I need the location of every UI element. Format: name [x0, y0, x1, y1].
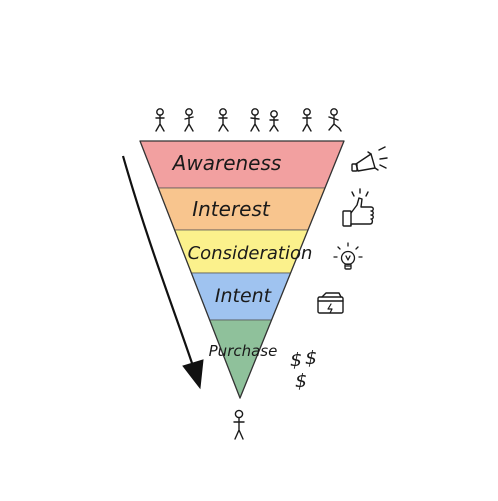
megaphone-icon [351, 146, 388, 172]
stage-label-interest: Interest [192, 197, 271, 221]
stick-figure [218, 108, 229, 132]
audience-figures [155, 108, 342, 132]
dollar-sign: $ [295, 370, 307, 392]
customer-figure [233, 409, 245, 440]
funnel-outline [139, 140, 345, 399]
dollar-sign: $ [290, 349, 302, 371]
flow-arrow-head [182, 359, 204, 390]
stick-figure [155, 108, 165, 132]
stick-figure [328, 108, 342, 132]
dollar-signs-icon: $ $ $ [290, 347, 317, 392]
funnel-stage-labels: Awareness Interest Consideration Intent … [171, 151, 313, 360]
stage-label-consideration: Consideration [188, 243, 313, 264]
stage-label-intent: Intent [215, 285, 273, 307]
stage-label-purchase: Purchase [209, 342, 278, 360]
dollar-sign: $ [305, 347, 317, 369]
thumbs-up-icon [342, 188, 374, 227]
lightbulb-icon [333, 242, 363, 270]
stick-figure [184, 108, 194, 132]
flow-arrow [121, 155, 199, 379]
wallet-icon [317, 292, 344, 314]
stage-label-awareness: Awareness [171, 151, 282, 175]
stick-figure [250, 108, 260, 132]
stick-figure [269, 110, 279, 132]
stick-figure [302, 108, 312, 132]
